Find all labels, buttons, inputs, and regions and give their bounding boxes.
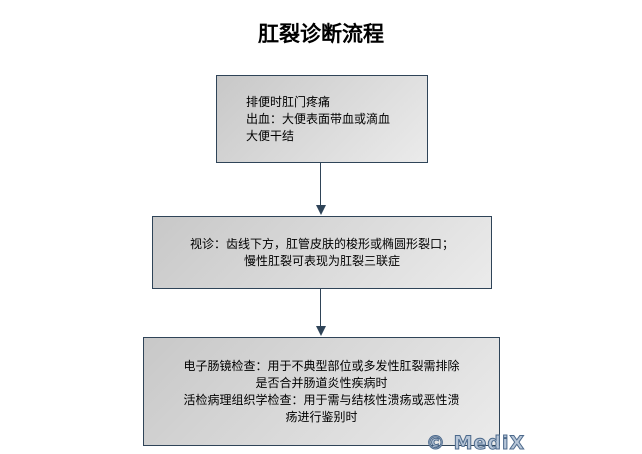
node-text: 出血：大便表面带血或滴血 [246, 111, 391, 126]
node-text: 电子肠镜检查：用于不典型部位或多发性肛裂需排除 [183, 358, 460, 373]
node-text: 视诊：齿线下方，肛管皮肤的梭形或椭圆形裂口； [189, 236, 454, 251]
node-text: 是否合并肠道炎性疾病时 [255, 375, 388, 390]
node-inspection: 视诊：齿线下方，肛管皮肤的梭形或椭圆形裂口； 慢性肛裂可表现为肛裂三联症 [152, 216, 492, 289]
watermark-logo: © MediX [425, 432, 526, 454]
arrow-head-icon [316, 205, 326, 215]
node-text: 慢性肛裂可表现为肛裂三联症 [243, 253, 400, 268]
node-text: 疡进行鉴别时 [285, 409, 358, 424]
diagram-title: 肛裂诊断流程 [258, 22, 384, 46]
node-text: 排便时肛门疼痛 [246, 94, 331, 109]
connector-line [320, 163, 321, 207]
arrow-head-icon [316, 326, 326, 336]
node-symptoms: 排便时肛门疼痛 出血：大便表面带血或滴血 大便干结 [216, 75, 428, 163]
node-text: 活检病理组织学检查：用于需与结核性溃疡或恶性溃 [183, 392, 460, 407]
node-further-exams: 电子肠镜检查：用于不典型部位或多发性肛裂需排除 是否合并肠道炎性疾病时 活检病理… [143, 337, 500, 446]
connector-line [320, 289, 321, 328]
node-text: 大便干结 [246, 128, 295, 143]
